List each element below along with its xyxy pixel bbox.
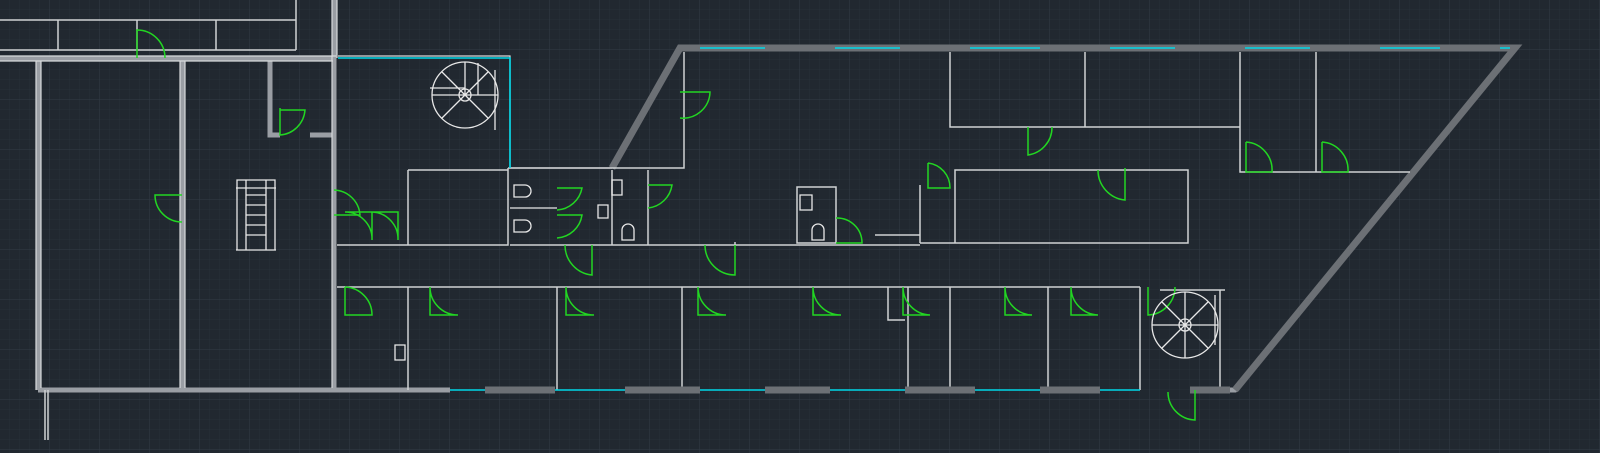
toilet-2: [513, 219, 532, 233]
fixtures: [236, 61, 1219, 361]
straight-stair: [236, 179, 276, 251]
spiral-stair-bottom: [1151, 291, 1219, 359]
toilet-1: [513, 184, 532, 198]
doors: [136, 29, 1349, 421]
spiral-stair-top: [430, 61, 499, 130]
windows: [338, 44, 1510, 394]
